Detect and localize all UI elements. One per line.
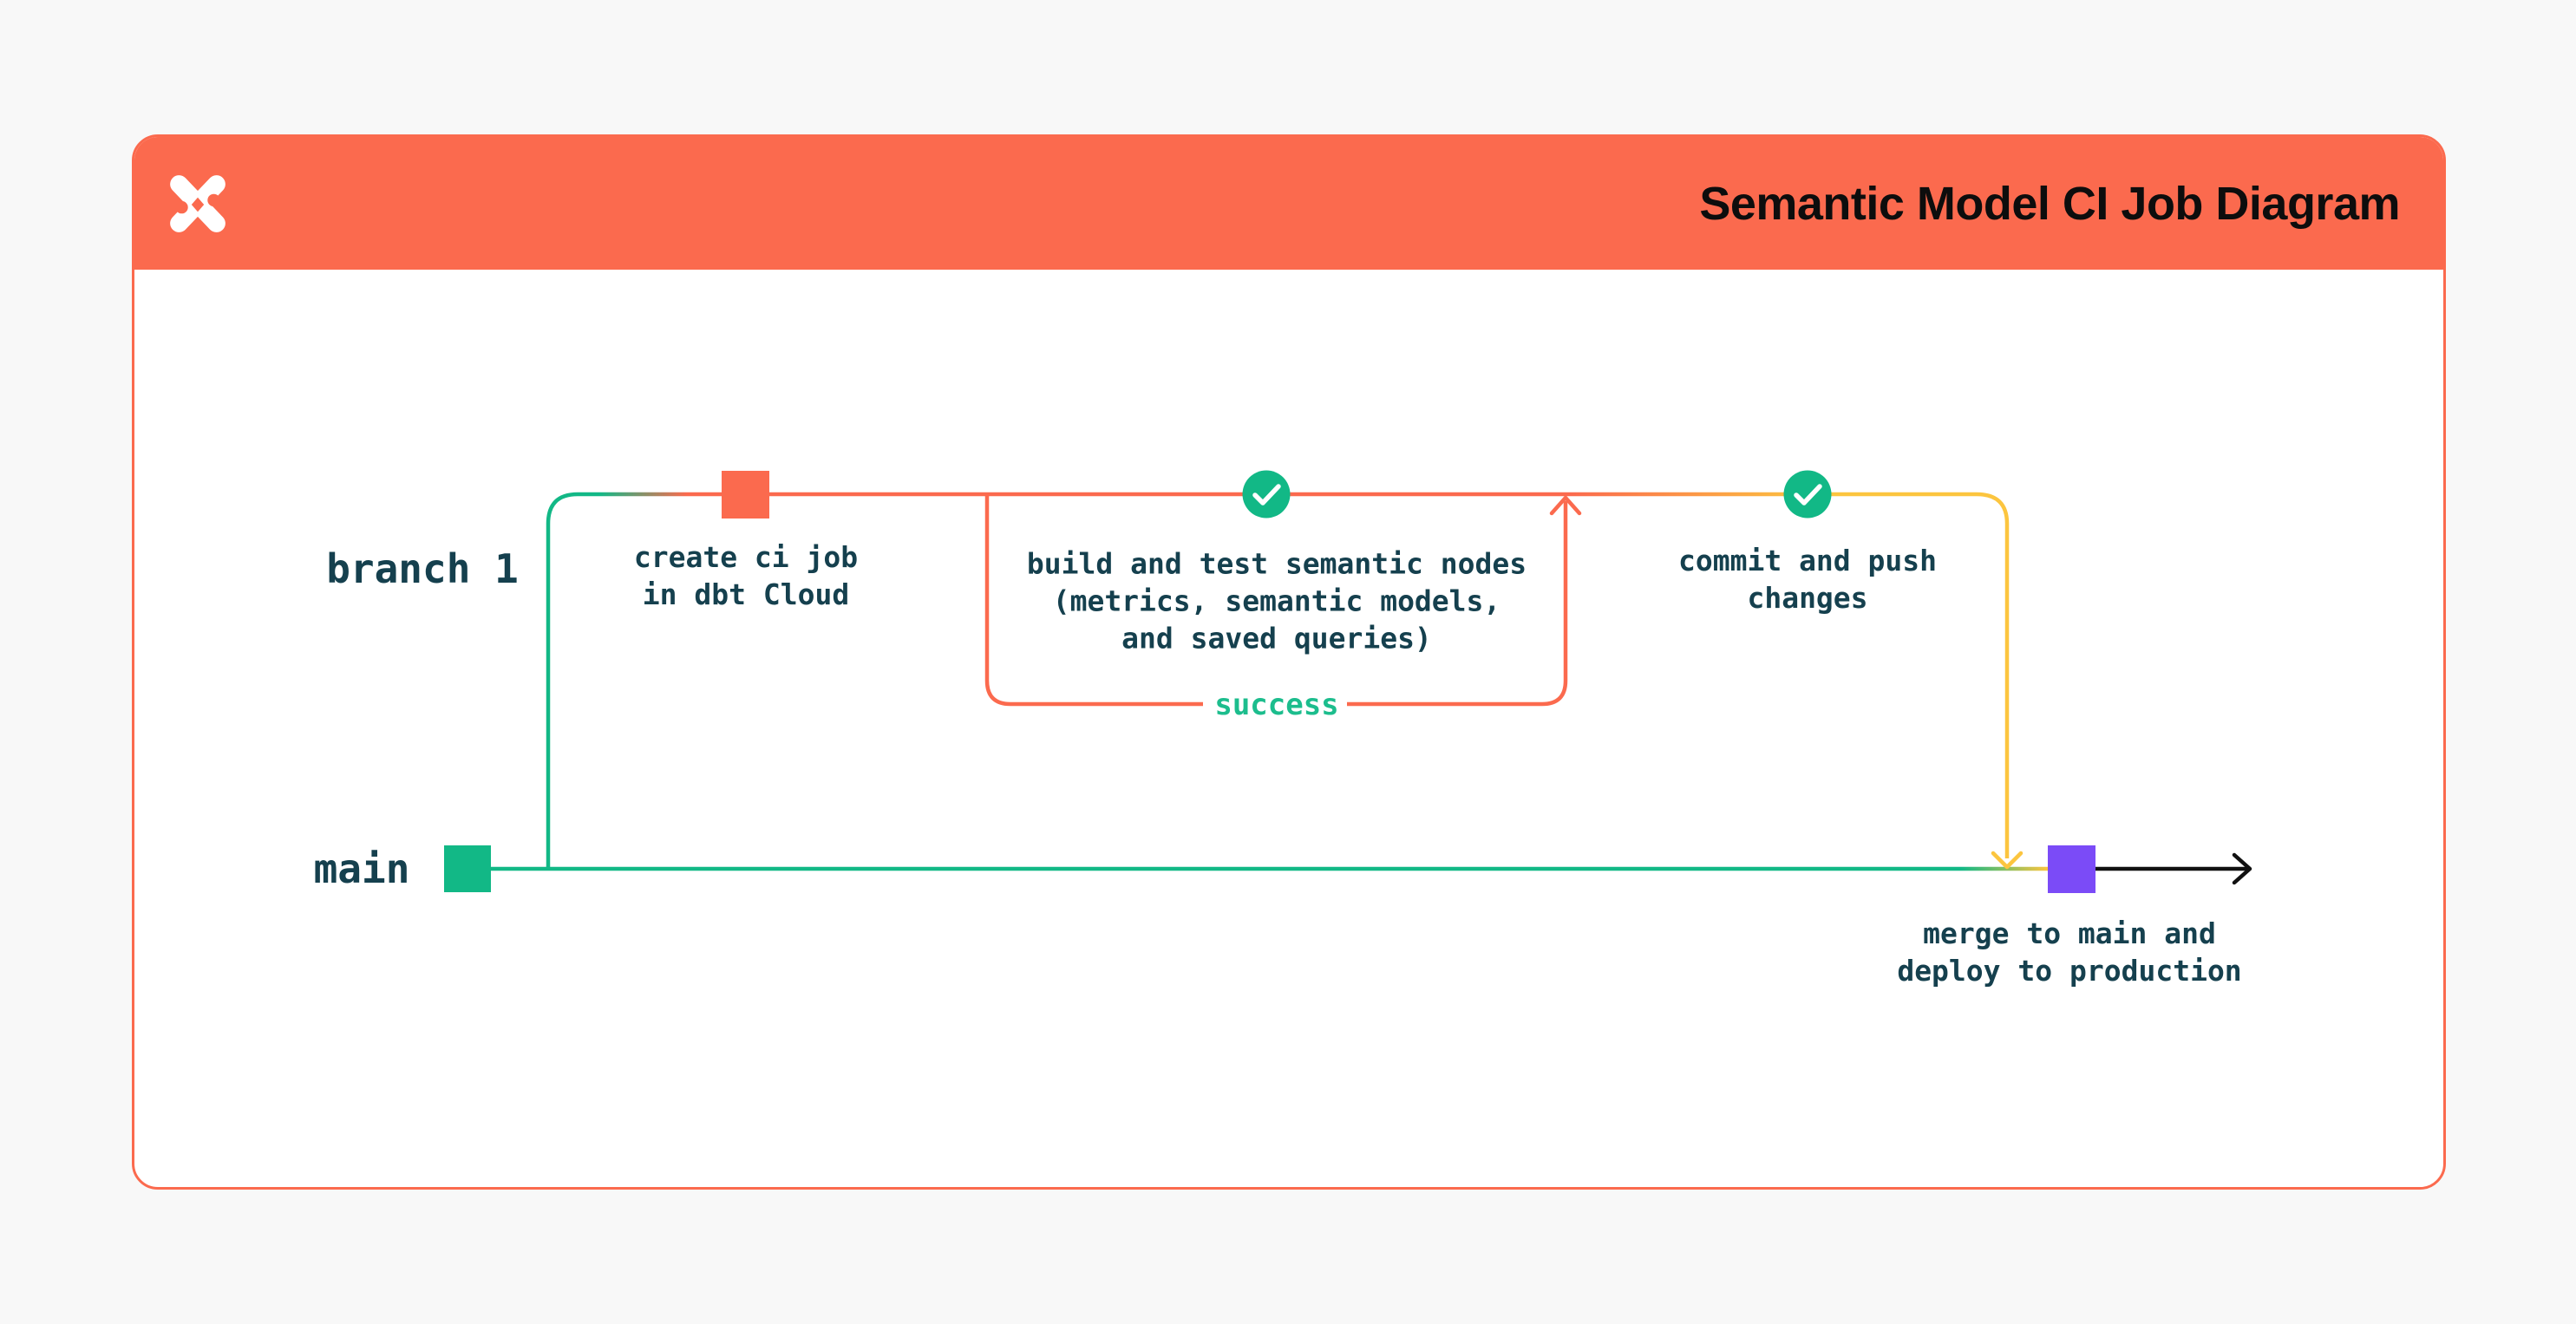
commit-square-create-ci [722, 471, 769, 519]
node-merge-and-deploy-label: merge to main and deploy to production [1897, 916, 2242, 988]
card-header: Semantic Model CI Job Diagram [134, 137, 2443, 270]
success-label: success [1214, 688, 1339, 722]
commit-square-merge [2048, 845, 2095, 893]
success-loop-left [984, 494, 1203, 707]
commit-square-main [444, 845, 491, 892]
branch1-label: branch 1 [326, 545, 519, 592]
success-loop-right [1347, 501, 1568, 707]
check-circle-commit-push-icon [1783, 470, 1832, 519]
page-title: Semantic Model CI Job Diagram [1699, 177, 2400, 230]
dbt-logo-icon [170, 174, 226, 232]
check-circle-build-test-icon [1242, 470, 1291, 519]
arrow-down-icon [1991, 851, 2024, 870]
node-build-and-test-label: build and test semantic nodes (metrics, … [1026, 546, 1527, 655]
main-label: main [313, 845, 410, 892]
node-create-ci-job-label: create ci job in dbt Cloud [633, 540, 859, 611]
arrow-up-icon [1549, 495, 1582, 516]
diagram-card: Semantic Model CI Job Diagram [132, 134, 2446, 1190]
node-commit-and-push-label: commit and push changes [1677, 544, 1938, 615]
arrow-right-icon [2232, 852, 2252, 885]
